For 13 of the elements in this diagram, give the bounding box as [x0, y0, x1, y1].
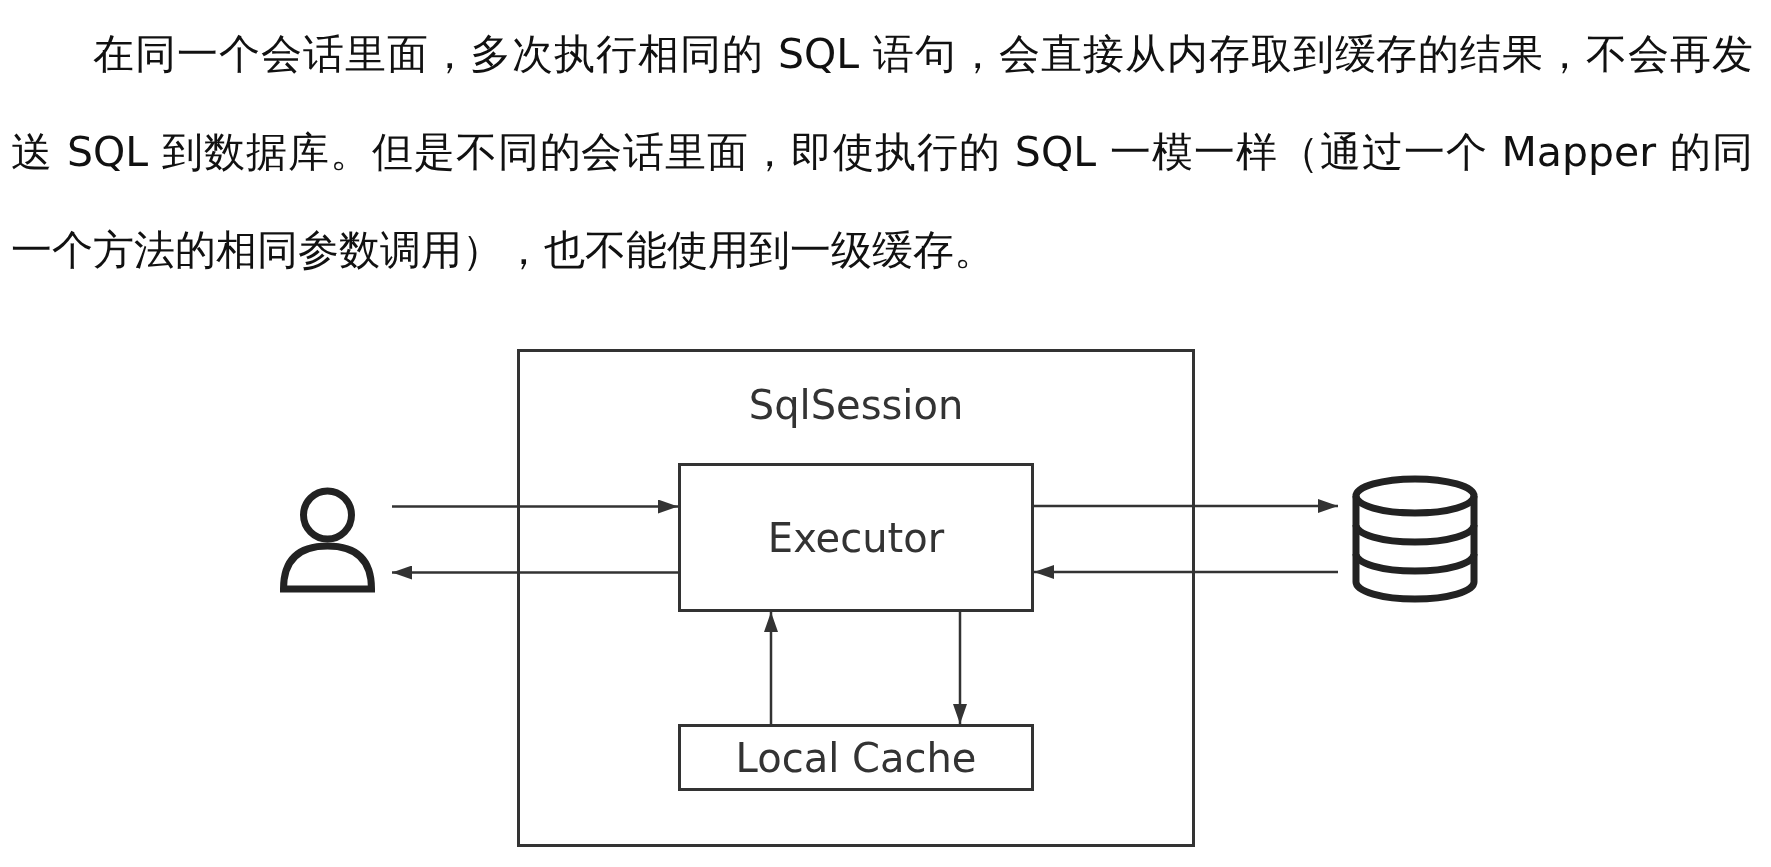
- arrow: [953, 612, 967, 724]
- person-icon: [277, 486, 378, 593]
- arrow: [392, 565, 678, 580]
- arrow: [392, 499, 678, 514]
- box-title: SqlSession: [747, 382, 965, 428]
- arrow: [1034, 499, 1338, 513]
- session-box: [517, 349, 1195, 847]
- arrow: [764, 612, 778, 724]
- paragraph: 在同一个会话里面，多次执行相同的 SQL 语句，会直接从内存取到缓存的结果，不会再发送 SQL 到数据库。但是不同的会话里面，即使执行的 SQL 一模一样（通过一个 Mapper 的同一个方法的相同参数调用），也不能使用到一级缓存。: [11, 29, 1753, 276]
- process-box: Local Cache: [678, 724, 1034, 791]
- process-box: Executor: [678, 463, 1034, 612]
- database-icon: [1350, 474, 1480, 604]
- arrow: [1034, 565, 1338, 579]
